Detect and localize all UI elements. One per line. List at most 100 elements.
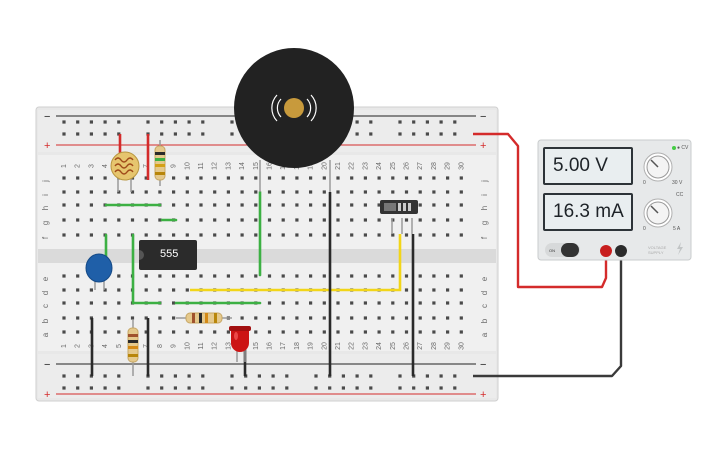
hole-i6[interactable] <box>130 190 135 194</box>
led[interactable] <box>229 326 251 362</box>
hole-g13[interactable] <box>226 218 230 222</box>
hole-c16[interactable] <box>267 301 272 305</box>
hole-f7[interactable] <box>144 233 148 237</box>
hole-d26[interactable] <box>404 288 409 292</box>
hole-b26[interactable] <box>404 316 409 320</box>
hole-i17[interactable] <box>281 190 285 194</box>
rail-hole[interactable] <box>398 386 402 390</box>
hole-b1[interactable] <box>62 316 66 320</box>
hole-c17[interactable] <box>281 301 285 305</box>
hole-a8[interactable] <box>158 330 162 334</box>
hole-g24[interactable] <box>377 218 381 222</box>
hole-e24[interactable] <box>377 274 381 278</box>
hole-a27[interactable] <box>418 330 422 334</box>
buzzer[interactable] <box>234 48 354 192</box>
hole-f15[interactable] <box>254 233 258 237</box>
hole-e26[interactable] <box>404 274 409 278</box>
hole-f19[interactable] <box>309 233 313 237</box>
hole-i8[interactable] <box>158 190 162 194</box>
rail-hole[interactable] <box>187 386 191 390</box>
hole-j19[interactable] <box>309 176 313 180</box>
hole-f2[interactable] <box>76 233 80 237</box>
hole-i24[interactable] <box>377 190 381 194</box>
hole-f1[interactable] <box>62 233 66 237</box>
rail-hole[interactable] <box>201 374 205 378</box>
hole-f14[interactable] <box>240 233 244 237</box>
hole-a20[interactable] <box>322 330 326 334</box>
hole-b21[interactable] <box>336 316 340 320</box>
hole-c20[interactable] <box>322 301 326 305</box>
rail-hole[interactable] <box>341 374 345 378</box>
hole-h20[interactable] <box>322 203 326 207</box>
hole-i19[interactable] <box>309 190 313 194</box>
hole-a23[interactable] <box>363 330 367 334</box>
hole-h13[interactable] <box>226 203 230 207</box>
hole-f18[interactable] <box>295 233 299 237</box>
rail-hole[interactable] <box>285 374 289 378</box>
hole-a13[interactable] <box>226 330 230 334</box>
hole-j30[interactable] <box>459 176 463 180</box>
hole-j9[interactable] <box>172 176 176 180</box>
hole-f26[interactable] <box>404 233 409 237</box>
hole-b18[interactable] <box>295 316 299 320</box>
hole-j1[interactable] <box>62 176 66 180</box>
hole-e16[interactable] <box>267 274 272 278</box>
hole-b2[interactable] <box>76 316 80 320</box>
hole-i20[interactable] <box>322 190 326 194</box>
hole-e11[interactable] <box>199 274 203 278</box>
hole-f22[interactable] <box>350 233 354 237</box>
hole-a4[interactable] <box>103 330 107 334</box>
hole-j14[interactable] <box>240 176 244 180</box>
rail-hole[interactable] <box>76 132 80 136</box>
green-wire-lower-left[interactable] <box>131 233 162 305</box>
hole-h23[interactable] <box>363 203 367 207</box>
hole-c19[interactable] <box>309 301 313 305</box>
hole-f3[interactable] <box>89 233 93 237</box>
hole-a28[interactable] <box>432 330 436 334</box>
hole-d10[interactable] <box>185 288 189 292</box>
hole-g19[interactable] <box>309 218 313 222</box>
hole-g23[interactable] <box>363 218 367 222</box>
psu-positive-wire[interactable] <box>473 132 608 289</box>
hole-j13[interactable] <box>226 176 230 180</box>
hole-g12[interactable] <box>213 218 217 222</box>
hole-a5[interactable] <box>117 330 121 334</box>
hole-h3[interactable] <box>89 203 93 207</box>
rail-hole[interactable] <box>160 120 164 124</box>
rail-hole[interactable] <box>412 386 416 390</box>
rail-hole[interactable] <box>425 386 429 390</box>
hole-a21[interactable] <box>336 330 340 334</box>
hole-j10[interactable] <box>185 176 189 180</box>
rail-hole[interactable] <box>103 386 107 390</box>
hole-i18[interactable] <box>295 190 299 194</box>
rail-hole[interactable] <box>439 386 443 390</box>
rail-hole[interactable] <box>117 386 121 390</box>
hole-b9[interactable] <box>172 316 176 320</box>
hole-d1[interactable] <box>62 288 66 292</box>
rail-hole[interactable] <box>257 374 261 378</box>
resistor-top[interactable] <box>154 140 166 186</box>
hole-h29[interactable] <box>446 203 450 207</box>
hole-b24[interactable] <box>377 316 381 320</box>
rail-hole[interactable] <box>439 374 443 378</box>
rail-hole[interactable] <box>369 374 373 378</box>
hole-d9[interactable] <box>172 288 176 292</box>
hole-g10[interactable] <box>185 218 189 222</box>
capacitor[interactable] <box>85 253 113 290</box>
hole-a18[interactable] <box>295 330 299 334</box>
hole-i12[interactable] <box>213 190 217 194</box>
rail-hole[interactable] <box>187 120 191 124</box>
hole-g16[interactable] <box>267 218 272 222</box>
hole-h21[interactable] <box>336 203 340 207</box>
hole-b4[interactable] <box>103 316 107 320</box>
hole-b29[interactable] <box>446 316 450 320</box>
hole-c28[interactable] <box>432 301 436 305</box>
rail-hole[interactable] <box>439 120 443 124</box>
hole-g30[interactable] <box>459 218 463 222</box>
hole-i11[interactable] <box>199 190 203 194</box>
negative-terminal[interactable] <box>615 245 627 257</box>
hole-j18[interactable] <box>295 176 299 180</box>
rail-hole[interactable] <box>425 132 429 136</box>
hole-c26[interactable] <box>404 301 409 305</box>
rail-hole[interactable] <box>355 386 359 390</box>
